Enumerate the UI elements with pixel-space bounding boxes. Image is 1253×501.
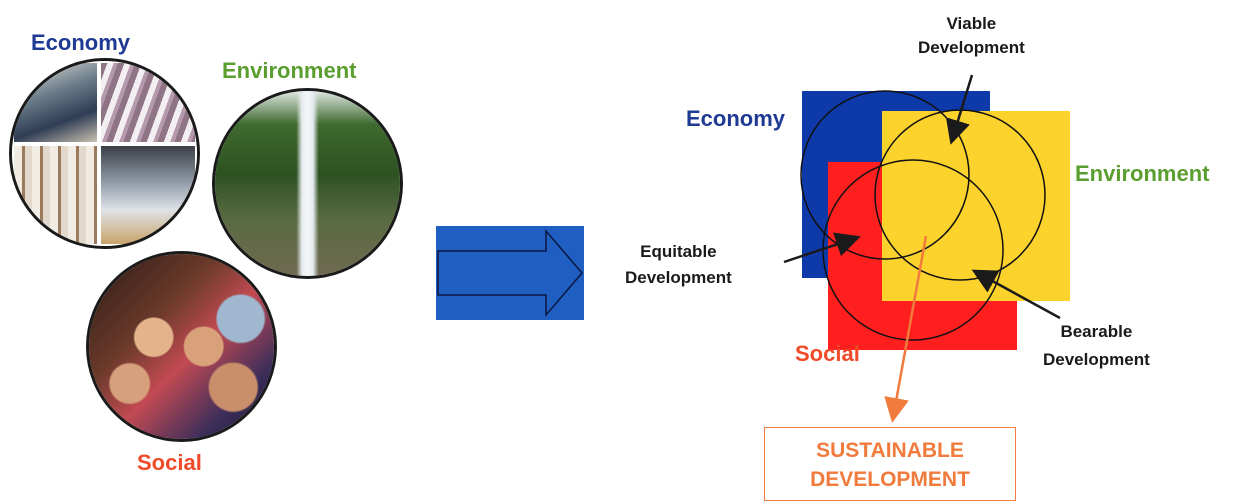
bearable-development-label: Bearable Development: [1043, 318, 1150, 374]
environment-photo: [212, 88, 403, 279]
viable-line2: Development: [918, 38, 1025, 57]
outcome-line1: SUSTAINABLE: [816, 439, 964, 462]
viable-development-label: Viable Development: [918, 12, 1025, 60]
transition-arrow: [436, 226, 584, 320]
equitable-development-label: Equitable Development: [625, 239, 732, 291]
outcome-line2: DEVELOPMENT: [810, 468, 970, 491]
bearable-line2: Development: [1043, 350, 1150, 369]
viable-line1: Viable: [946, 14, 997, 33]
environment-label-right: Environment: [1075, 161, 1210, 186]
economy-label: Economy: [31, 30, 131, 55]
social-photo: [86, 251, 277, 442]
equitable-line2: Development: [625, 268, 732, 287]
equitable-line1: Equitable: [640, 242, 717, 261]
sustainable-development-box: SUSTAINABLE DEVELOPMENT: [764, 427, 1016, 501]
bearable-line1: Bearable: [1060, 322, 1133, 341]
environment-label: Environment: [222, 58, 357, 83]
economy-photo: [9, 58, 200, 249]
environment-square: [882, 111, 1070, 301]
economy-label-right: Economy: [686, 106, 786, 131]
social-label: Social: [137, 450, 202, 475]
social-label-right: Social: [795, 341, 860, 366]
